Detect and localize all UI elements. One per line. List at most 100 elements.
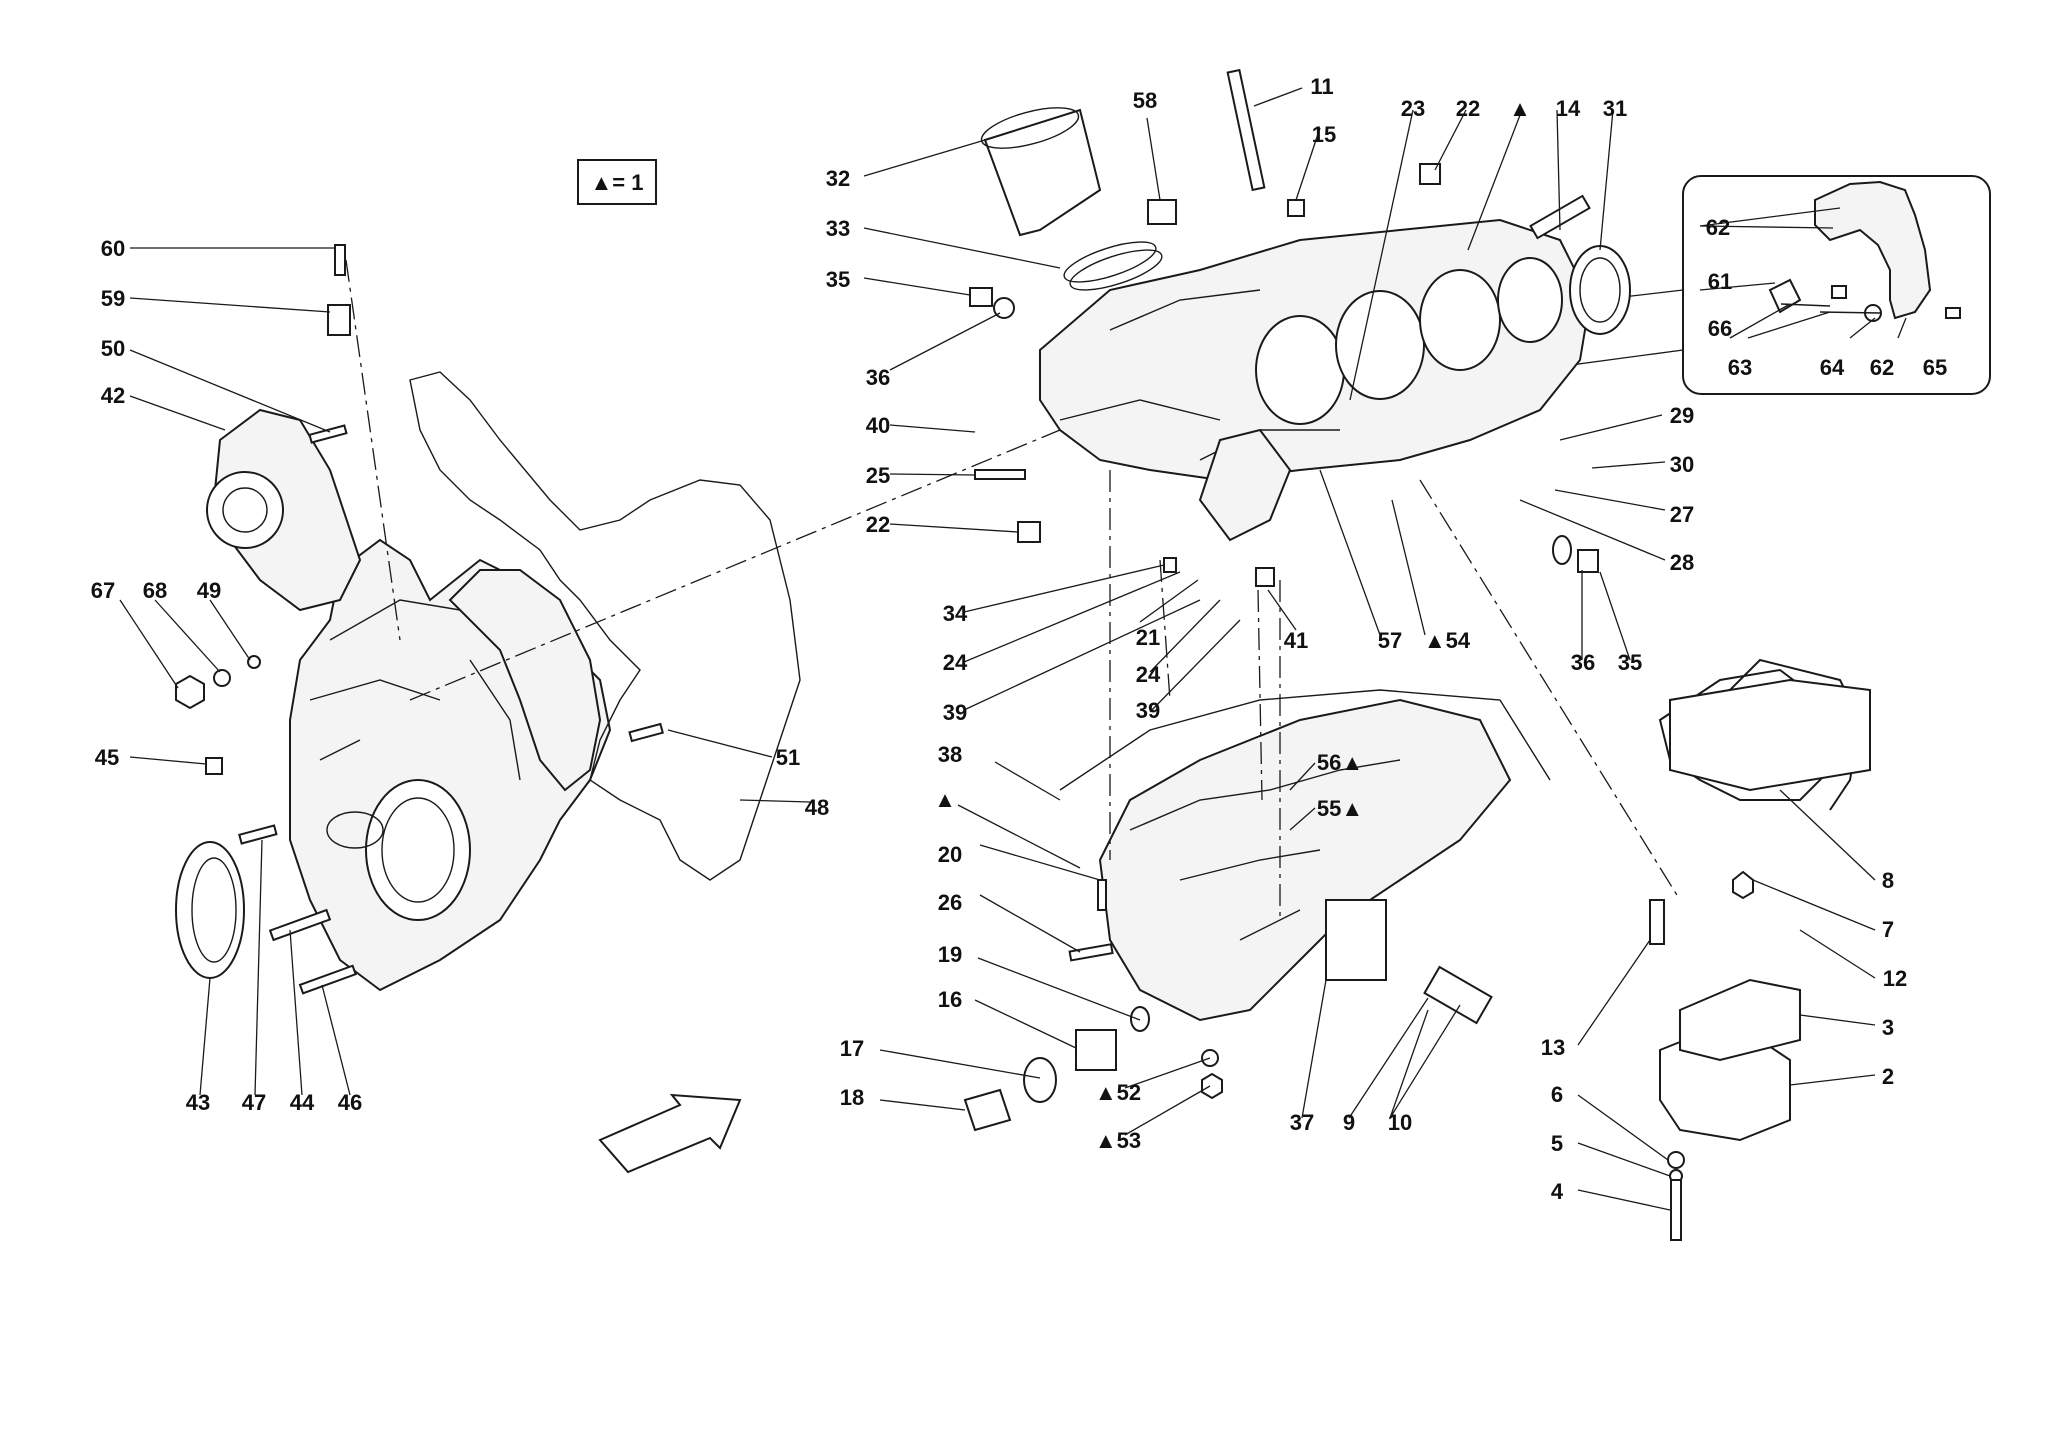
rings-33b [1069,249,1163,291]
bolt-4 [1670,1179,1682,1241]
callout-62-inset-top: 62 [1706,215,1730,240]
cover-ribs [309,599,521,781]
engine-block-upper [1039,218,1592,542]
plug-35b [1577,549,1599,573]
callout-triangle-top: ▲ [1509,96,1531,121]
callout-16: 16 [938,987,962,1012]
nut-45 [205,757,223,775]
bolt-20 [1097,879,1107,911]
callout-11: 11 [1310,74,1333,99]
callout-25: 25 [866,463,890,488]
callout-17: 17 [840,1036,864,1061]
sensor-59 [327,304,351,336]
callout-22-right: 22 [1456,96,1480,121]
cover-boss-2 [326,811,384,849]
washer-68 [213,669,231,687]
inset-bracket [1814,180,1932,320]
callout-54: ▲54 [1424,628,1471,653]
inset-bolt-65 [1945,307,1961,319]
callout-60: 60 [101,236,125,261]
stud-13 [1649,899,1665,945]
callout-18: 18 [840,1085,864,1110]
legend: ▲= 1 [577,159,657,205]
callout-46: 46 [338,1090,362,1115]
callout-47: 47 [242,1090,266,1115]
seal-31 [1569,245,1631,335]
callout-12: 12 [1883,966,1907,991]
callout-36-right: 36 [1571,650,1595,675]
callout-55: 55▲ [1317,796,1363,821]
callout-56: 56▲ [1317,750,1363,775]
callout-13: 13 [1541,1035,1565,1060]
callout-39-centre: 39 [1136,698,1160,723]
callout-21: 21 [1136,625,1160,650]
engine-block-lower [1059,689,1551,1025]
callout-36-upper: 36 [866,365,890,390]
callout-49: 49 [197,578,221,603]
callout-20: 20 [938,842,962,867]
bush-22a [1017,521,1041,543]
inset-detail [1682,175,1991,395]
pin-44 [268,908,332,942]
callout-65: 65 [1923,355,1947,380]
callout-51: 51 [776,745,800,770]
callout-58: 58 [1133,88,1157,113]
oring-49 [247,655,261,669]
sensor-58 [1147,199,1177,225]
dowel-34 [1163,557,1177,573]
axis-minor [1159,559,1263,801]
direction-arrow [598,1093,742,1174]
callout-15: 15 [1312,122,1336,147]
callout-41: 41 [1284,628,1308,653]
callout-40: 40 [866,413,890,438]
callout-3: 3 [1882,1015,1894,1040]
callout-39-left: 39 [943,700,967,725]
bolt-50 [308,424,348,444]
legend-text: ▲= 1 [591,170,644,195]
callout-35-upper: 35 [826,267,850,292]
inset-bolt-64 [1831,285,1847,299]
callout-19: 19 [938,942,962,967]
seal-31-inner [1579,257,1621,323]
rings-33 [1063,241,1157,283]
callout-28: 28 [1670,550,1694,575]
lower-crankcase [1098,698,1512,1022]
axis-mount [1419,479,1681,901]
callout-6: 6 [1551,1082,1563,1107]
callout-43: 43 [186,1090,210,1115]
mesh-panel-37 [1325,899,1387,981]
callout-26: 26 [938,890,962,915]
gasket-48 [409,371,801,881]
bolt-51 [628,722,664,743]
callout-7: 7 [1882,917,1894,942]
cover-8 [1669,678,1871,792]
pump-mount [1198,428,1292,542]
callout-57: 57 [1378,628,1402,653]
bolt-47 [238,824,278,845]
callout-24-left: 24 [943,650,968,675]
callout-61: 61 [1708,269,1732,294]
engine-mount-assembly [1649,658,1871,1241]
seal-43 [175,841,245,979]
oring-36b [1552,535,1572,565]
oring-17 [1023,1057,1057,1103]
callout-34: 34 [943,601,968,626]
stud-11 [1226,68,1266,192]
bearing-16 [1075,1029,1117,1071]
cover-boss [448,569,602,792]
bracket-3 [1679,978,1801,1062]
callout-48: 48 [805,795,829,820]
cylinder-liner-32 [980,107,1102,237]
nut-7 [1732,870,1754,900]
plug-35a [969,287,993,307]
callout-4: 4 [1551,1179,1564,1204]
callout-44: 44 [290,1090,315,1115]
dowel-15 [1287,199,1305,217]
callout-63: 63 [1728,355,1752,380]
callout-64: 64 [1820,355,1845,380]
liner-body [983,108,1102,237]
callout-29: 29 [1670,403,1694,428]
callout-22-left: 22 [866,512,890,537]
